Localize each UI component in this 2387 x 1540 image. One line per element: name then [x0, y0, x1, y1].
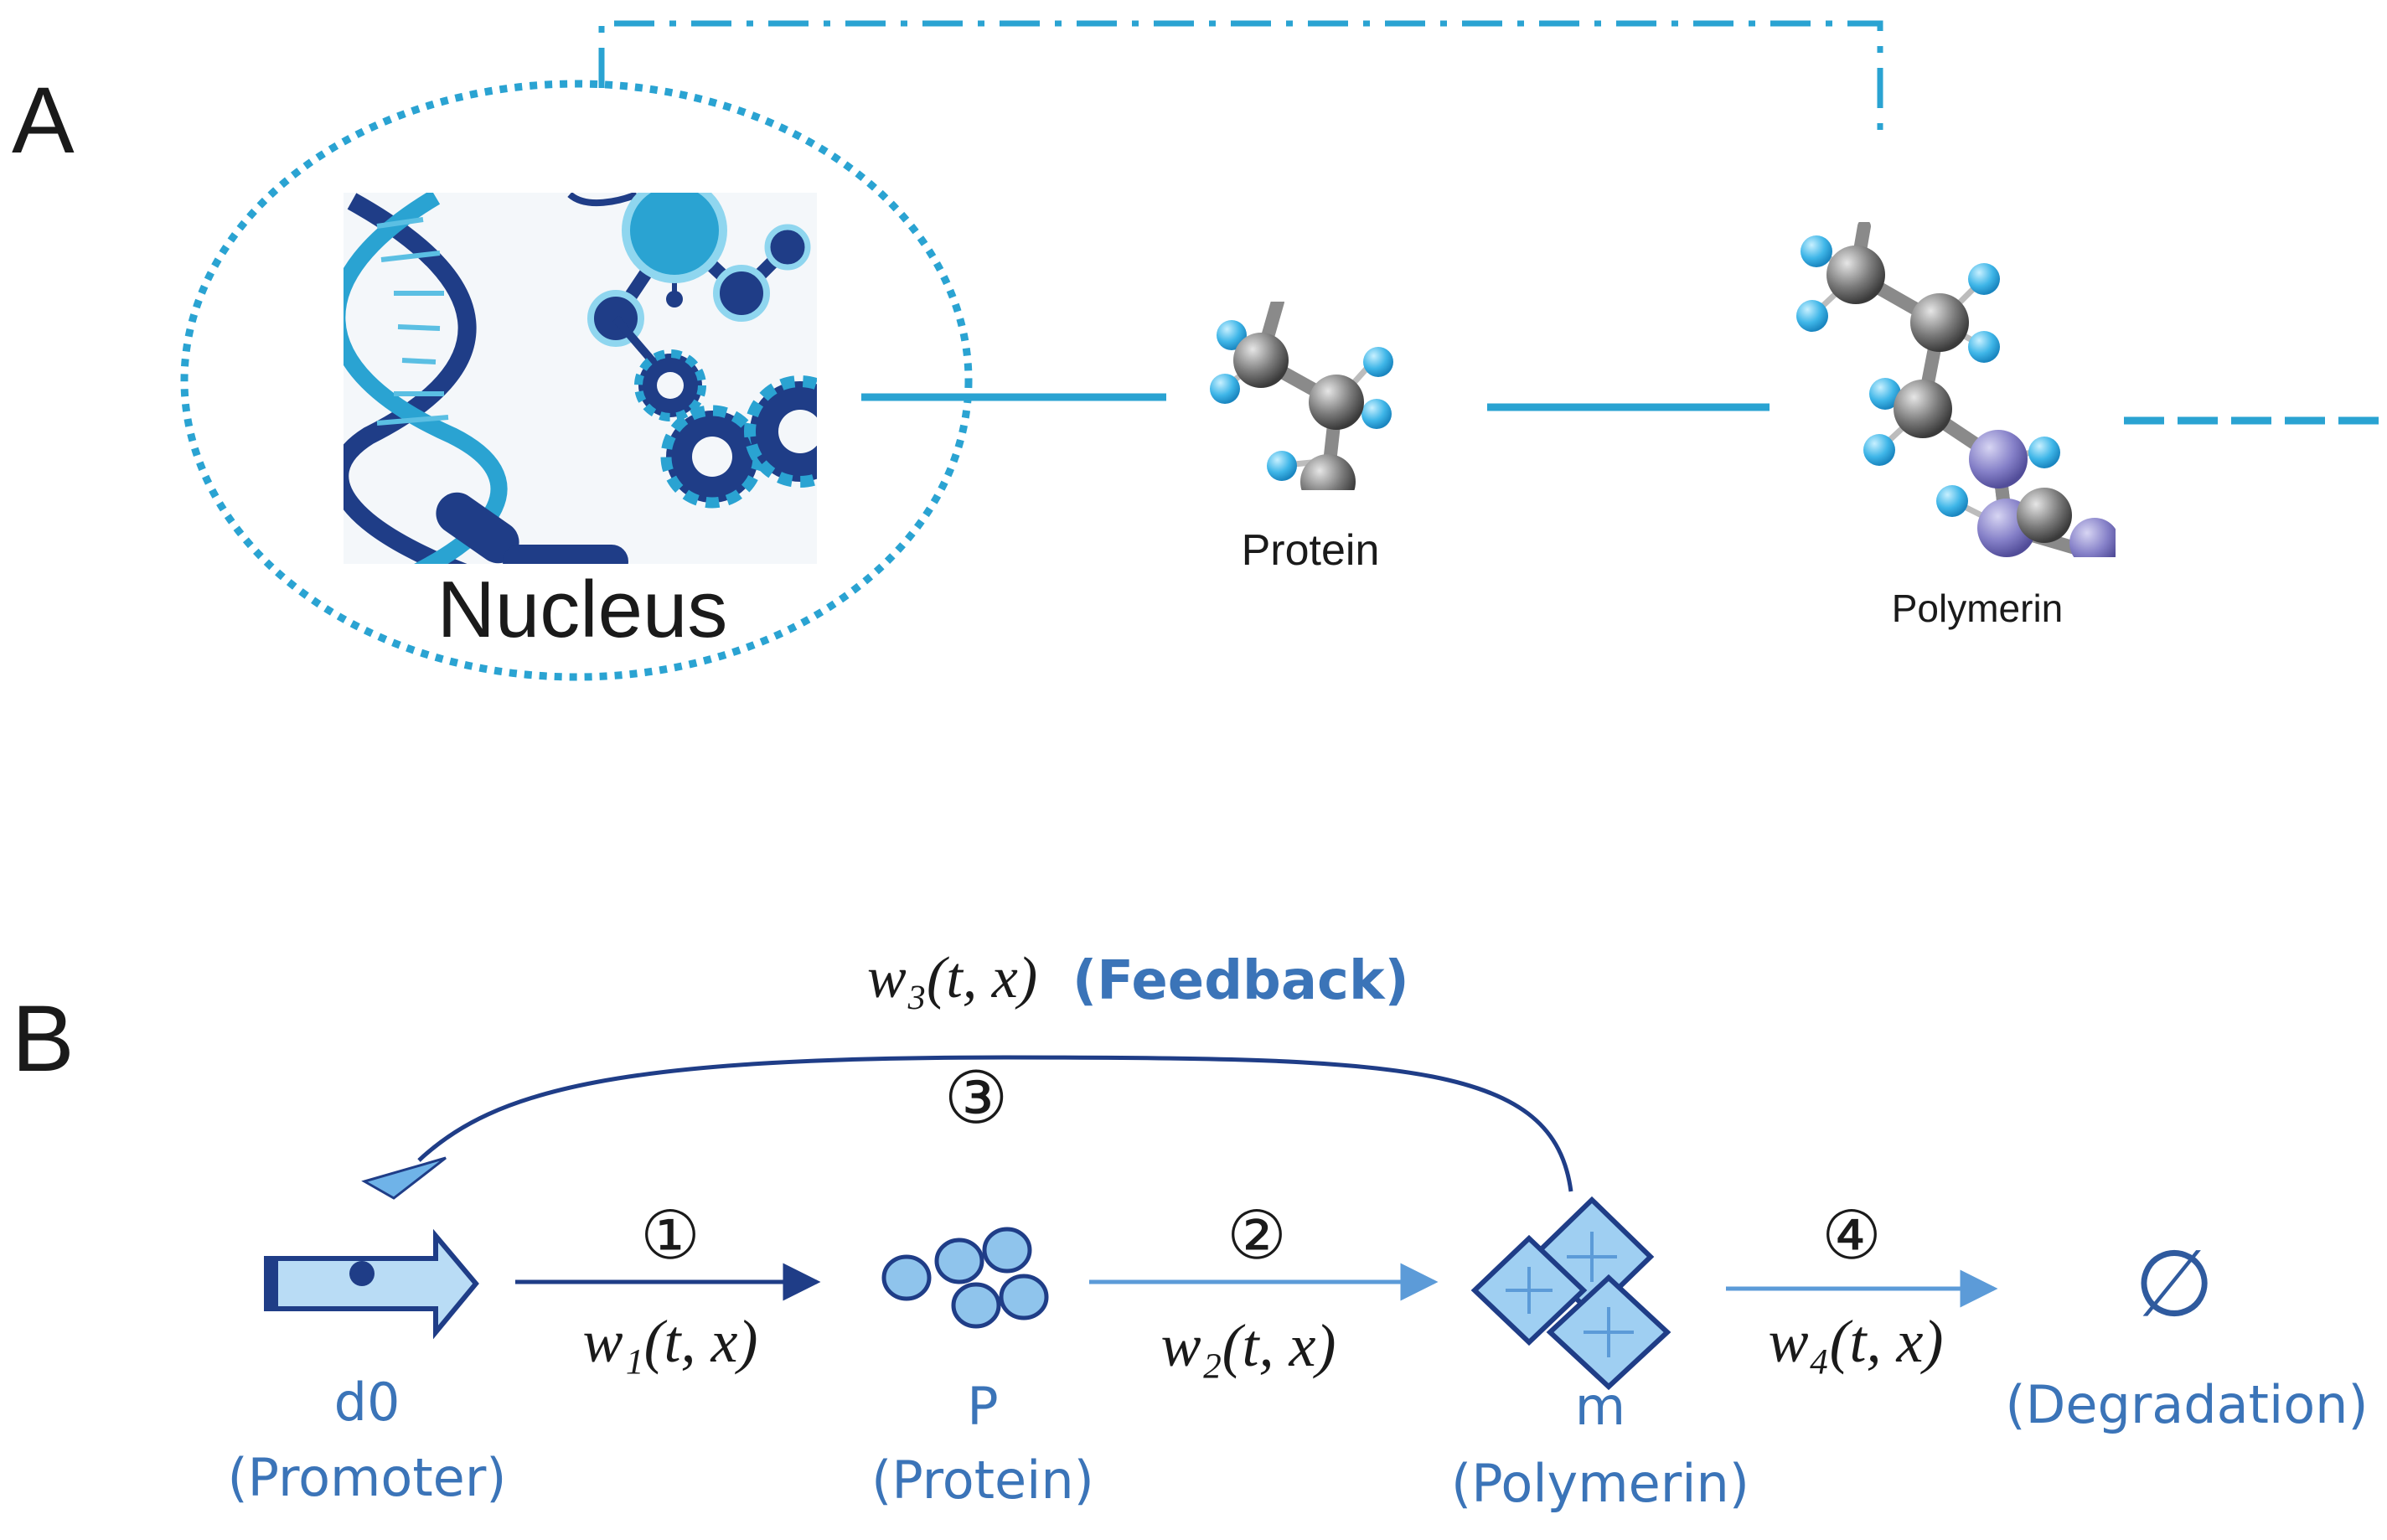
- rate-w1: w₁(t, x): [583, 1308, 758, 1375]
- protein-molecule-icon: [1210, 302, 1393, 490]
- step-1-marker: ①: [640, 1198, 700, 1273]
- nucleus-label: Nucleus: [437, 565, 728, 654]
- degradation-label: (Degradation): [2005, 1374, 2368, 1435]
- rate-w4: w₄(t, x): [1769, 1308, 1944, 1375]
- protein-b-label: (Protein): [871, 1450, 1094, 1511]
- m-symbol: m: [1575, 1376, 1625, 1437]
- protein-label: Protein: [1242, 526, 1380, 575]
- dash-dot-connector: [598, 20, 1883, 132]
- rate-w2: w₂(t, x): [1161, 1312, 1336, 1379]
- p-symbol: P: [967, 1376, 998, 1437]
- feedback-arrowhead: [361, 1156, 447, 1200]
- polymerin-label: Polymerin: [1892, 587, 2064, 630]
- step-2-marker: ②: [1227, 1198, 1287, 1273]
- polymerin-molecule-icon: [1796, 222, 2116, 557]
- d0-symbol: d0: [334, 1372, 400, 1433]
- polymerin-cluster-icon: [1470, 1196, 1671, 1391]
- step-4-marker: ④: [1821, 1198, 1882, 1273]
- feedback-function: w₃(t, x): [867, 946, 1037, 1010]
- promoter-arrow-icon: [264, 1228, 479, 1340]
- panel-a-letter: A: [12, 68, 75, 173]
- nucleus-boundary: [180, 80, 973, 681]
- nucleus-illustration: [344, 193, 817, 564]
- empty-set-symbol: ∅: [2134, 1230, 2214, 1337]
- promoter-label: (Promoter): [227, 1447, 506, 1508]
- feedback-label: (Feedback): [1072, 950, 1409, 1012]
- panel-b-letter: B: [12, 986, 75, 1091]
- polymerin-b-label: (Polymerin): [1451, 1453, 1749, 1514]
- feedback-arc: [417, 1055, 1573, 1192]
- step-3-marker: ③: [943, 1058, 1008, 1139]
- protein-cluster-icon: [881, 1227, 1049, 1329]
